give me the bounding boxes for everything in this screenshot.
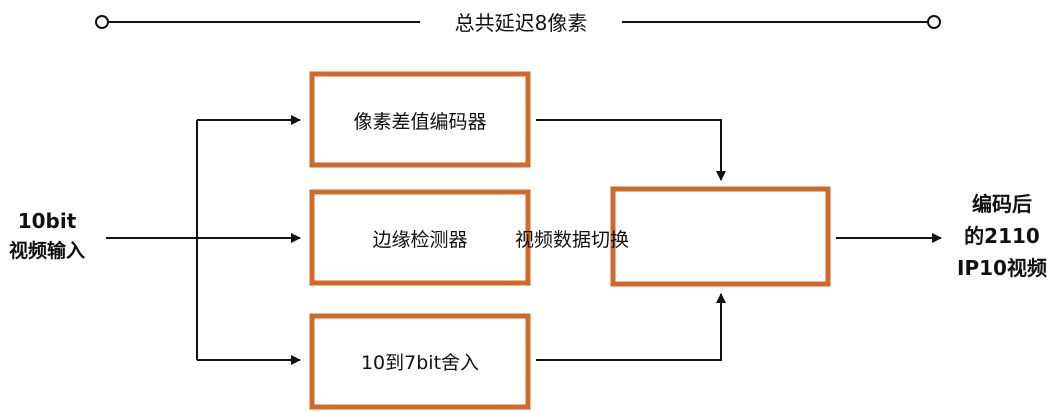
block-video-switch-label: 视频数据切换 xyxy=(515,229,629,251)
block-pixel-diff-encoder: 像素差值编码器 xyxy=(309,71,531,168)
connector-rounding-to-switch xyxy=(536,293,726,361)
block-edge-detector-box xyxy=(309,189,531,286)
output-label-line1: 编码后 xyxy=(972,192,1032,216)
delay-label: 总共延迟8像素 xyxy=(455,11,588,35)
block-pixel-diff-encoder-label: 像素差值编码器 xyxy=(353,111,486,133)
block-pixel-diff-encoder-box xyxy=(309,71,531,168)
switch-connectors xyxy=(536,119,942,361)
input-label-line2: 视频输入 xyxy=(9,239,85,262)
block-rounding: 10到7bit舍入 xyxy=(309,313,531,410)
block-video-switch-box xyxy=(610,186,831,287)
delay-bracket: 总共延迟8像素 xyxy=(95,11,941,35)
output-label-line3: IP10视频 xyxy=(957,256,1047,280)
output-label-line2-number: 2110 xyxy=(984,224,1040,248)
block-rounding-label: 10到7bit舍入 xyxy=(361,352,479,374)
block-edge-detector: 边缘检测器 xyxy=(309,189,531,286)
input-connectors xyxy=(106,115,301,365)
bracket-endpoint-right xyxy=(927,15,941,29)
block-rounding-box xyxy=(309,313,531,410)
output-label-line3-suffix: 视频 xyxy=(1007,256,1047,280)
bracket-endpoint-left xyxy=(95,15,109,29)
block-video-switch: 视频数据切换 xyxy=(515,186,831,287)
connector-encoder-to-switch xyxy=(536,119,726,181)
output-label-line3-number: IP10 xyxy=(957,256,1007,280)
output-label-line2: 的2110 xyxy=(964,224,1040,248)
input-label-line1: 10bit xyxy=(18,209,77,233)
input-label: 10bit 视频输入 xyxy=(9,209,85,262)
output-label-line2-prefix: 的 xyxy=(964,224,984,248)
block-edge-detector-label: 边缘检测器 xyxy=(372,229,467,251)
output-label: 编码后 的2110 IP10视频 xyxy=(957,192,1047,280)
